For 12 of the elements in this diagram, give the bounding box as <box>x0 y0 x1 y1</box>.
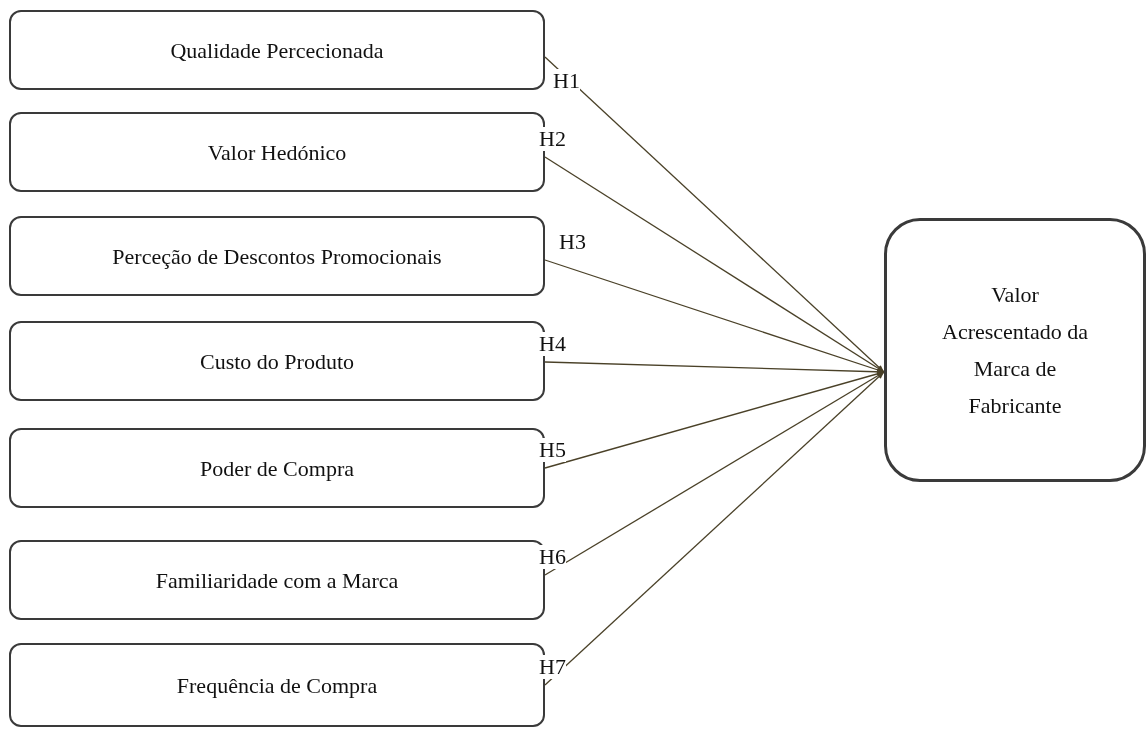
edge-label: H6 <box>539 545 566 569</box>
edge-label: H1 <box>553 69 580 93</box>
edge-label: H4 <box>539 332 566 356</box>
arrow <box>544 56 885 373</box>
edge-label: H7 <box>539 655 566 679</box>
factor-box: Qualidade Percecionada <box>9 10 545 90</box>
edge-label: H2 <box>539 127 566 151</box>
arrow <box>544 371 885 686</box>
factor-box: Perceção de Descontos Promocionais <box>9 216 545 296</box>
outcome-box: Valor Acrescentado da Marca de Fabricante <box>884 218 1146 482</box>
edge-label: H5 <box>539 438 566 462</box>
arrow <box>544 156 885 373</box>
